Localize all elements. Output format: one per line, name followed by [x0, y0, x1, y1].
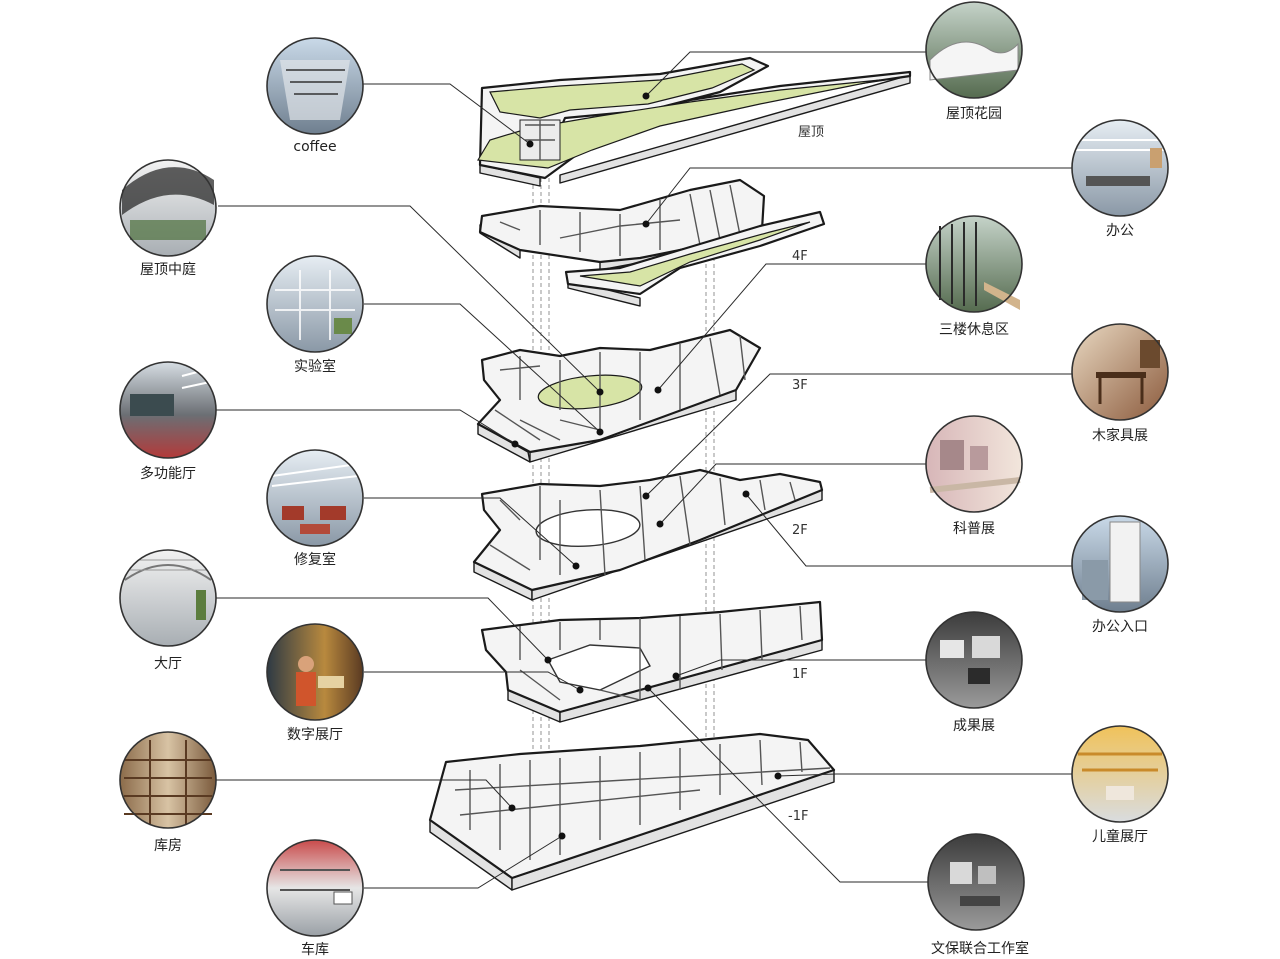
callout-label: coffee	[293, 139, 336, 155]
floor-label-1f: 1F	[792, 667, 808, 682]
callout-restoration-room: 修复室	[266, 449, 364, 568]
floor-2f	[472, 468, 824, 601]
callout-label: 大厅	[154, 656, 182, 672]
callout-wood-furniture-exhibit: 木家具展	[1071, 323, 1169, 444]
callout-label: 办公	[1106, 223, 1134, 239]
callout-office-entrance: 办公入口	[1071, 515, 1169, 635]
leader-dots	[508, 92, 782, 840]
floor-labels: 屋顶 4F 3F 2F 1F -1F	[788, 125, 824, 824]
callout-third-floor-lounge: 三楼休息区	[925, 215, 1023, 338]
callout-label: 车库	[301, 941, 329, 958]
floor-label-roof: 屋顶	[798, 125, 824, 140]
callout-multifunction-hall: 多功能厅	[119, 361, 217, 482]
callout-label: 修复室	[294, 551, 336, 568]
callout-label: 库房	[154, 838, 182, 854]
floor-label-b1: -1F	[788, 809, 808, 824]
callout-label: 数字展厅	[287, 727, 343, 743]
callout-rooftop-courtyard: 屋顶中庭	[119, 159, 217, 278]
floor-b1	[428, 732, 836, 891]
callout-label: 屋顶中庭	[140, 261, 196, 278]
garage-photo	[267, 840, 363, 936]
callout-rooftop-garden: 屋顶花园	[925, 1, 1023, 122]
callout-label: 木家具展	[1092, 427, 1148, 444]
callout-label: 办公入口	[1092, 619, 1148, 635]
callout-children-exhibit: 儿童展厅	[1071, 725, 1169, 845]
callout-label: 屋顶花园	[946, 106, 1002, 122]
callout-label: 成果展	[953, 718, 995, 734]
floor-label-4f: 4F	[792, 249, 808, 264]
floor-3f	[476, 328, 762, 463]
callout-achievement-exhibit: 成果展	[925, 611, 1023, 734]
third-floor-lounge-photo	[926, 216, 1022, 312]
callout-science-exhibit: 科普展	[925, 415, 1023, 537]
callout-label: 科普展	[953, 521, 995, 537]
floor-roof	[477, 56, 912, 187]
floor-4f	[478, 178, 826, 307]
children-exhibit-photo	[1072, 726, 1168, 822]
callout-coffee: coffee	[266, 37, 364, 155]
lobby-photo	[120, 550, 216, 646]
callout-label: 多功能厅	[140, 465, 196, 482]
callout-label: 实验室	[294, 358, 336, 375]
callout-office: 办公	[1071, 119, 1169, 239]
callout-digital-exhibit: 数字展厅	[266, 623, 364, 743]
callout-conservation-studio: 文保联合工作室	[927, 833, 1029, 957]
callout-garage: 车库	[266, 839, 364, 958]
leader-lines	[216, 51, 1072, 889]
callout-label: 文保联合工作室	[931, 940, 1029, 957]
floor-label-3f: 3F	[792, 378, 808, 393]
callout-lobby: 大厅	[119, 549, 217, 672]
floor-label-2f: 2F	[792, 523, 808, 538]
callout-storage: 库房	[119, 731, 217, 854]
callout-label: 三楼休息区	[939, 321, 1009, 338]
storage-photo	[120, 732, 216, 828]
callout-lab: 实验室	[266, 255, 364, 375]
office-photo	[1072, 120, 1168, 216]
callout-label: 儿童展厅	[1092, 828, 1148, 845]
